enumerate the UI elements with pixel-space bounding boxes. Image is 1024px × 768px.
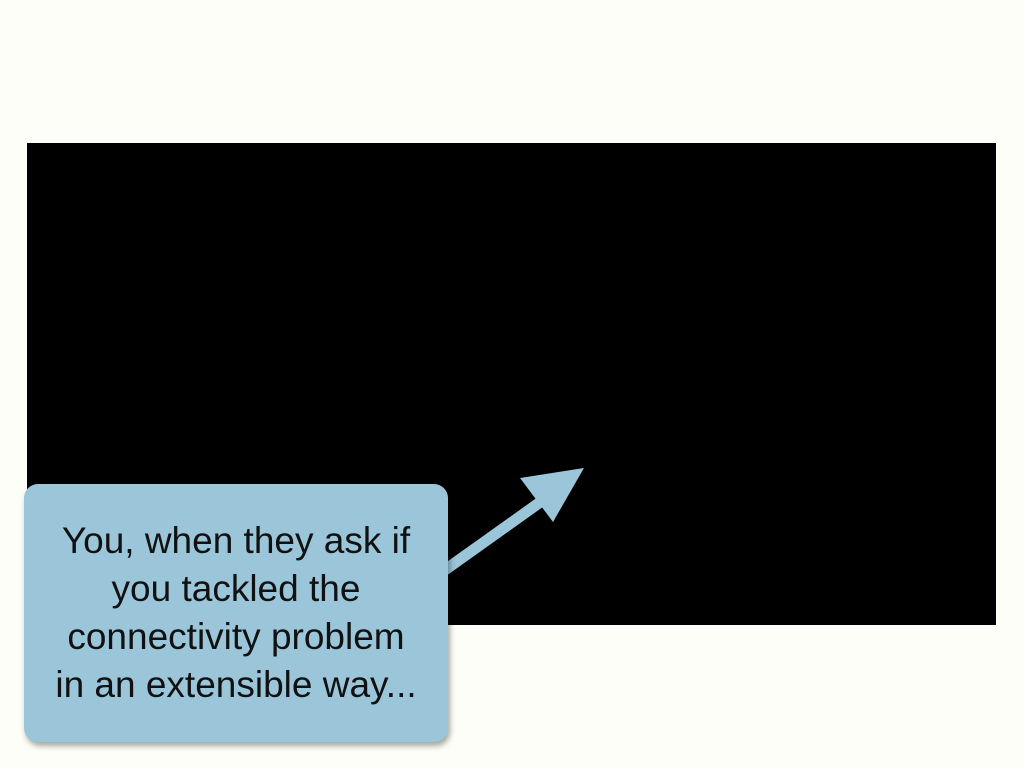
speech-callout: You, when they ask if you tackled the co… <box>24 484 448 742</box>
callout-text: You, when they ask if you tackled the co… <box>55 520 417 705</box>
